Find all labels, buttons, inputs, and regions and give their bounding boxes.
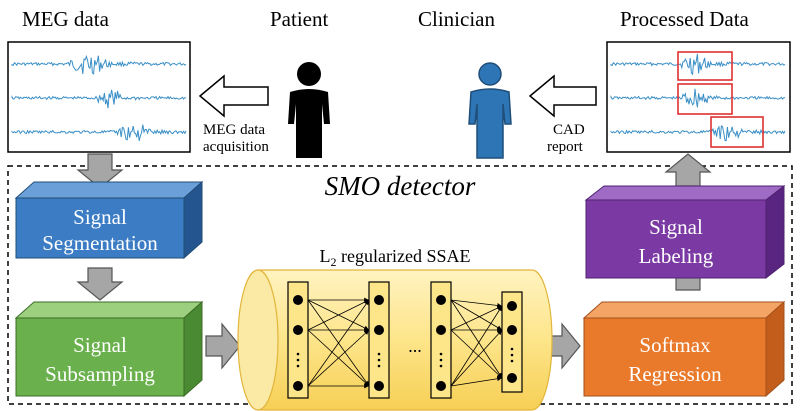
ssae-label: L2 regularized SSAE [320, 246, 471, 269]
subsampling-line2: Subsampling [45, 362, 155, 386]
ssae-vertical-ellipsis-dot [377, 358, 381, 362]
clinician-label: Clinician [418, 7, 495, 31]
subsampling-line1: Signal [73, 333, 127, 357]
ssae-neuron [436, 295, 446, 305]
ssae-vertical-ellipsis-dot [510, 359, 514, 363]
ssae-connection [450, 305, 503, 331]
ssae-cylinder [237, 269, 553, 411]
acquisition-text-line2: acquisition [203, 139, 269, 155]
cad-text-line1: CAD [553, 122, 585, 138]
labeling-line1: Signal [649, 215, 703, 239]
down-arrow-segmentation-to-subsampling [76, 267, 124, 301]
softmax-line2: Regression [628, 362, 722, 386]
cad-text-line2: report [547, 139, 584, 155]
ssae-connection [450, 329, 503, 379]
ssae-neuron [293, 381, 303, 391]
ssae-layer-2 [368, 281, 390, 399]
softmax-line1: Softmax [639, 333, 711, 357]
patient-icon [288, 62, 330, 158]
ssae-connection [307, 299, 370, 387]
segmentation-line1: Signal [73, 205, 127, 229]
ssae-vertical-ellipsis-dot [377, 352, 381, 356]
ssae-vertical-ellipsis-dot [296, 352, 300, 356]
acquisition-arrow [198, 74, 269, 118]
processed-signal-trace-3 [610, 124, 786, 142]
ssae-vertical-ellipsis-dot [377, 364, 381, 368]
up-arrow-labeling-to-processed [664, 153, 712, 187]
ssae-neuron [374, 381, 384, 391]
right-arrow-subsampling-to-ssae [205, 322, 241, 370]
ssae-connection [450, 299, 503, 308]
clinician-icon [468, 62, 512, 159]
spike-highlight-box-3 [710, 116, 764, 148]
ssae-connection [450, 376, 503, 387]
signal-segmentation-block: Signal Segmentation [14, 180, 204, 260]
down-arrow-meg-to-segmentation [76, 153, 124, 189]
processed-data-panel [606, 41, 791, 153]
ssae-neuron [507, 325, 517, 335]
ssae-layer-1 [287, 281, 309, 399]
meg-signal-trace-3 [11, 124, 187, 142]
cad-report-arrow [528, 74, 597, 118]
processed-signal-trace-2 [610, 88, 785, 108]
ssae-neuron [374, 295, 384, 305]
meg-data-panel [7, 41, 191, 153]
signal-labeling-block: Signal Labeling [584, 184, 786, 280]
ssae-connection [450, 305, 503, 387]
ssae-layer-3 [430, 281, 452, 399]
ssae-neuron [507, 373, 517, 383]
processed-signal-trace-1 [610, 53, 786, 76]
spike-highlight-box-1 [677, 51, 733, 81]
spike-highlight-box-2 [677, 83, 733, 115]
ssae-connection [307, 299, 370, 331]
meg-signal-trace-1 [11, 54, 187, 75]
ssae-vertical-ellipsis-dot [510, 353, 514, 357]
ssae-vertical-ellipsis-dot [510, 347, 514, 351]
smo-detector-title: SMO detector [325, 171, 476, 201]
meg-signal-trace-2 [11, 89, 186, 109]
ssae-neuron [293, 325, 303, 335]
ssae-neuron [507, 301, 517, 311]
ssae-vertical-ellipsis-dot [296, 364, 300, 368]
ssae-vertical-ellipsis-dot [439, 364, 443, 368]
ssae-neuron [293, 295, 303, 305]
ssae-connection [450, 299, 503, 379]
ssae-layer-4 [501, 291, 523, 393]
ssae-connection [450, 299, 503, 331]
ssae-network [287, 281, 523, 399]
segmentation-line2: Segmentation [42, 231, 158, 255]
signal-subsampling-block: Signal Subsampling [14, 300, 204, 398]
acquisition-text-line1: MEG data [203, 122, 265, 138]
ssae-vertical-ellipsis-dot [439, 358, 443, 362]
ssae-neuron [436, 325, 446, 335]
ssae-neuron [374, 325, 384, 335]
ssae-neuron [436, 381, 446, 391]
processed-data-label: Processed Data [620, 7, 750, 31]
ssae-vertical-ellipsis-dot [439, 352, 443, 356]
ssae-vertical-ellipsis-dot [296, 358, 300, 362]
layer-ellipsis: ... [408, 336, 422, 356]
ssae-connection [450, 329, 503, 387]
softmax-regression-block: Softmax Regression [582, 300, 786, 398]
labeling-line2: Labeling [639, 244, 714, 268]
meg-data-label: MEG data [22, 7, 110, 31]
ssae-connection [307, 329, 370, 387]
patient-label: Patient [270, 7, 328, 31]
